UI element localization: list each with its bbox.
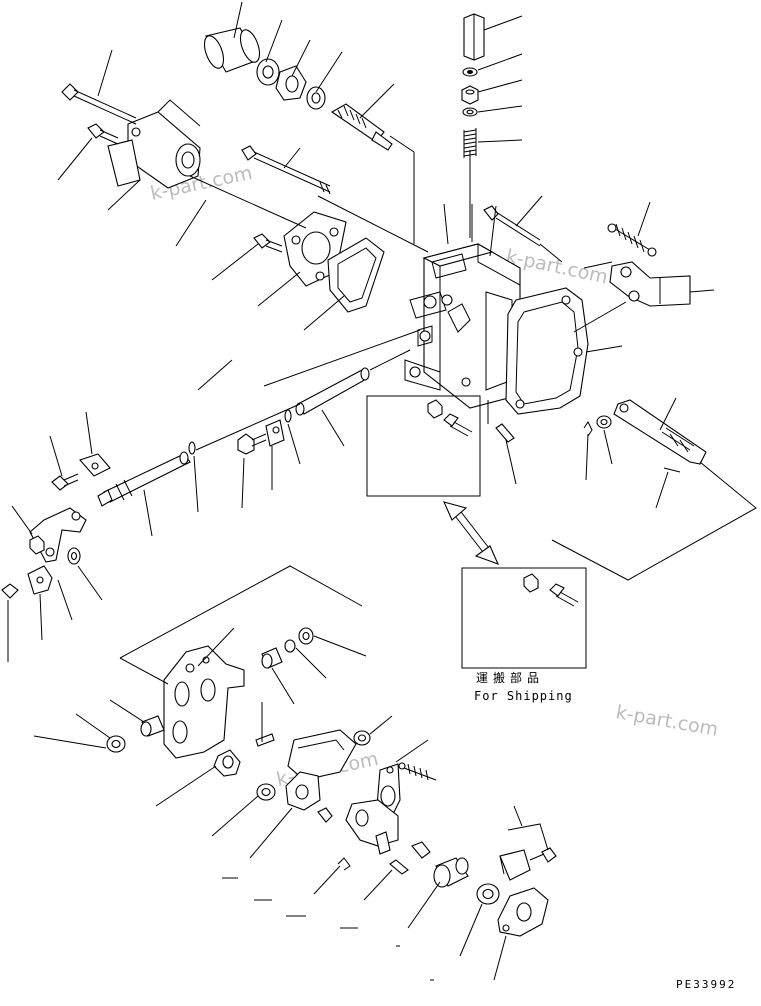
lever-plate-left: [79, 453, 111, 477]
actuator-small-bolt: [87, 123, 119, 145]
hex-cap: [463, 13, 485, 61]
lower-screw: [317, 807, 333, 823]
nut-top-1: [275, 65, 307, 101]
actuator-long-bolt: [61, 83, 137, 125]
actuator-assembly: [107, 99, 201, 189]
watermark-3: k-part.com: [614, 701, 720, 741]
thick-washer: [476, 883, 500, 905]
left-washer: [67, 547, 81, 565]
upper-bushing: [261, 647, 283, 669]
washer-stack-2: [462, 107, 478, 117]
upper-o-ring: [284, 409, 292, 423]
lower-spring: [398, 762, 437, 781]
bracket-washer: [106, 735, 126, 753]
bracket-lever: [609, 261, 691, 307]
clip-right: [583, 421, 593, 437]
center-washer: [353, 730, 371, 746]
plug-fitting: [213, 749, 241, 777]
housing-cover: [505, 287, 589, 415]
block-bolt: [411, 841, 431, 859]
shipping-box-lower: [461, 567, 587, 669]
right-block: [499, 849, 531, 881]
bottom-lever: [497, 887, 549, 937]
adjust-screw: [330, 103, 393, 151]
shipping-box-upper: [366, 395, 481, 497]
small-washer-right: [596, 415, 612, 429]
tension-spring: [607, 223, 657, 257]
left-bolt-2: [1, 583, 19, 599]
shipping-label-en: For Shipping: [474, 689, 573, 703]
right-block-bolt: [529, 847, 557, 863]
lower-pin: [389, 859, 409, 875]
governor-housing: [404, 243, 521, 409]
center-plate: [287, 729, 357, 781]
left-hex-bolt: [237, 433, 267, 455]
washer-top-2: [306, 86, 326, 110]
upper-washer-2: [298, 627, 314, 645]
cam-lever: [285, 771, 321, 811]
leader-lines: [7, 1, 757, 981]
nut-stack: [461, 85, 479, 105]
drawing-code: PE33992: [676, 978, 736, 991]
small-pin: [255, 733, 275, 747]
clip-lower: [337, 857, 351, 871]
cam-washer: [256, 783, 276, 801]
washer-stack-1: [462, 67, 478, 77]
flange-bolt: [253, 233, 283, 253]
left-nut: [29, 535, 45, 555]
shipping-arrow: [443, 501, 500, 565]
cotter-right: [663, 467, 681, 473]
flange-gasket: [327, 237, 385, 313]
shipping-label-jp: 運搬部品: [476, 670, 544, 685]
shaft-clip: [265, 419, 285, 447]
upper-washer-1: [284, 639, 296, 653]
flange-bushing: [433, 857, 469, 888]
main-shaft: [97, 451, 191, 507]
shaft-o-ring: [188, 441, 196, 455]
main-bracket: [163, 645, 245, 759]
spring-stack: [463, 128, 477, 158]
left-bolt-1: [51, 473, 79, 491]
lever-arm: [613, 399, 707, 465]
through-bolt: [241, 145, 331, 195]
arm-block: [345, 799, 399, 855]
left-block: [27, 565, 53, 595]
sleeve: [203, 27, 261, 73]
dowel-pin: [495, 423, 515, 443]
washer-top-1: [256, 58, 280, 86]
upper-shaft: [295, 367, 370, 416]
bracket-bushing: [140, 715, 165, 737]
